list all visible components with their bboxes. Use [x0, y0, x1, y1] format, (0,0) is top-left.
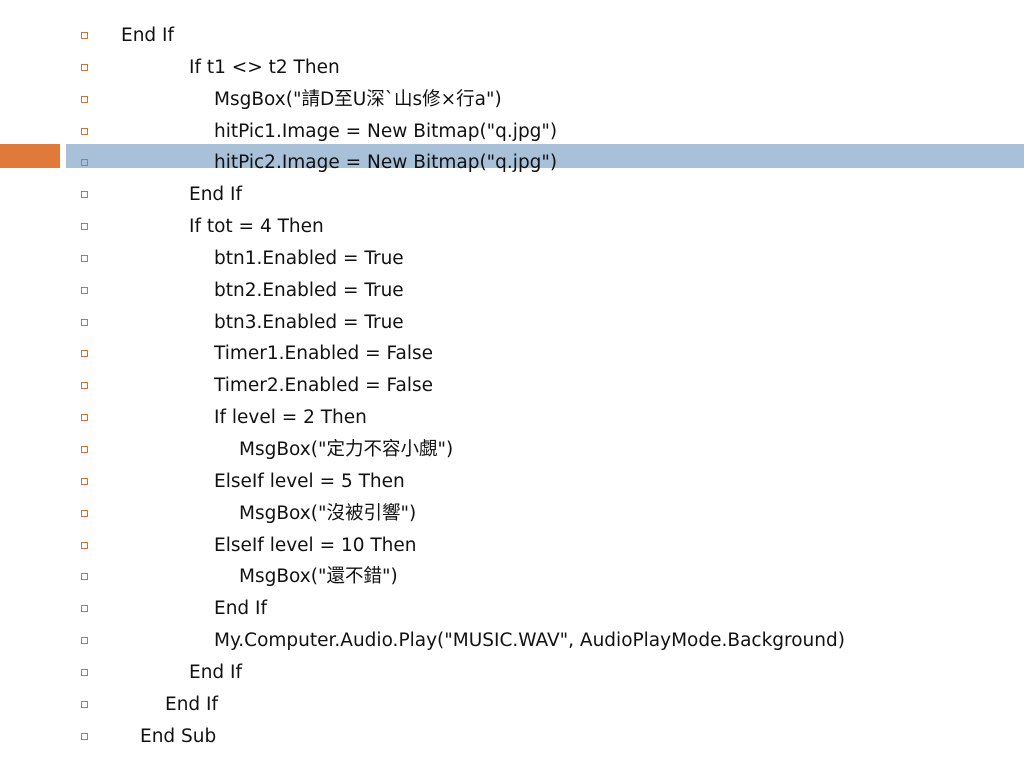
square-bullet-icon [81, 509, 88, 517]
square-bullet-icon [81, 95, 88, 103]
square-bullet-icon [81, 477, 88, 485]
square-bullet-icon [81, 414, 88, 422]
code-line: ElseIf level = 10 Then [0, 530, 1024, 562]
code-text: btn1.Enabled = True [214, 247, 404, 269]
code-line: btn3.Enabled = True [0, 307, 1024, 339]
code-text: End If [214, 598, 268, 620]
code-line: If t1 <> t2 Then [0, 52, 1024, 84]
code-text: btn2.Enabled = True [214, 279, 404, 301]
code-line: btn2.Enabled = True [0, 275, 1024, 307]
code-text: End Sub [140, 725, 217, 747]
code-text: ElseIf level = 10 Then [214, 534, 417, 556]
code-line: End Sub [0, 721, 1024, 753]
accent-bar-left [0, 144, 60, 168]
code-text: btn3.Enabled = True [214, 311, 404, 333]
code-text: MsgBox("定力不容小覷") [239, 438, 454, 460]
code-text: If t1 <> t2 Then [189, 56, 340, 78]
code-text: End If [121, 25, 175, 46]
code-line: MsgBox("還不錯") [0, 561, 1024, 593]
square-bullet-icon [81, 318, 88, 326]
code-line: End If [0, 593, 1024, 625]
code-text: End If [189, 184, 243, 206]
code-text: MsgBox("沒被引響") [239, 502, 417, 524]
code-text: Timer1.Enabled = False [214, 343, 433, 365]
square-bullet-icon [81, 668, 88, 676]
code-text: MsgBox("還不錯") [239, 566, 398, 588]
square-bullet-icon [81, 32, 88, 39]
code-listing: End If If t1 <> t2 Then MsgBox("請D至U深`山s… [0, 20, 1024, 752]
code-line: hitPic1.Image = New Bitmap("q.jpg") [0, 116, 1024, 148]
square-bullet-icon [81, 573, 88, 581]
code-line: ElseIf level = 5 Then [0, 466, 1024, 498]
square-bullet-icon [81, 127, 88, 135]
square-bullet-icon [81, 637, 88, 645]
square-bullet-icon [81, 732, 88, 740]
code-line: MsgBox("定力不容小覷") [0, 434, 1024, 466]
square-bullet-icon [81, 605, 88, 613]
square-bullet-icon [81, 254, 88, 262]
code-text: hitPic1.Image = New Bitmap("q.jpg") [214, 120, 558, 142]
code-line: MsgBox("請D至U深`山s修×行a") [0, 84, 1024, 116]
square-bullet-icon [81, 700, 88, 708]
square-bullet-icon [81, 541, 88, 549]
code-line: If tot = 4 Then [0, 211, 1024, 243]
code-line: If level = 2 Then [0, 402, 1024, 434]
code-text: End If [189, 661, 243, 683]
code-line: hitPic2.Image = New Bitmap("q.jpg") [0, 147, 1024, 179]
square-bullet-icon [81, 445, 88, 453]
code-line: Timer1.Enabled = False [0, 338, 1024, 370]
code-text: Timer2.Enabled = False [214, 375, 433, 397]
code-text: hitPic2.Image = New Bitmap("q.jpg") [214, 152, 558, 174]
square-bullet-icon [81, 350, 88, 358]
square-bullet-icon [81, 191, 88, 199]
square-bullet-icon [81, 63, 88, 71]
code-text: MsgBox("請D至U深`山s修×行a") [214, 88, 502, 110]
square-bullet-icon [81, 223, 88, 231]
code-line: End If [0, 179, 1024, 211]
code-text: My.Computer.Audio.Play("MUSIC.WAV", Audi… [214, 630, 845, 652]
code-text: End If [165, 693, 219, 715]
code-line: btn1.Enabled = True [0, 243, 1024, 275]
square-bullet-icon [81, 382, 88, 390]
code-text: If level = 2 Then [214, 407, 367, 429]
code-text: If tot = 4 Then [189, 216, 324, 238]
code-line: My.Computer.Audio.Play("MUSIC.WAV", Audi… [0, 625, 1024, 657]
code-line: End If [0, 20, 1024, 52]
code-line: MsgBox("沒被引響") [0, 498, 1024, 530]
code-text: ElseIf level = 5 Then [214, 470, 405, 492]
square-bullet-icon [81, 159, 88, 167]
code-line: Timer2.Enabled = False [0, 370, 1024, 402]
code-line: End If [0, 689, 1024, 721]
code-line: End If [0, 657, 1024, 689]
square-bullet-icon [81, 286, 88, 294]
accent-bar-right [66, 144, 1024, 168]
